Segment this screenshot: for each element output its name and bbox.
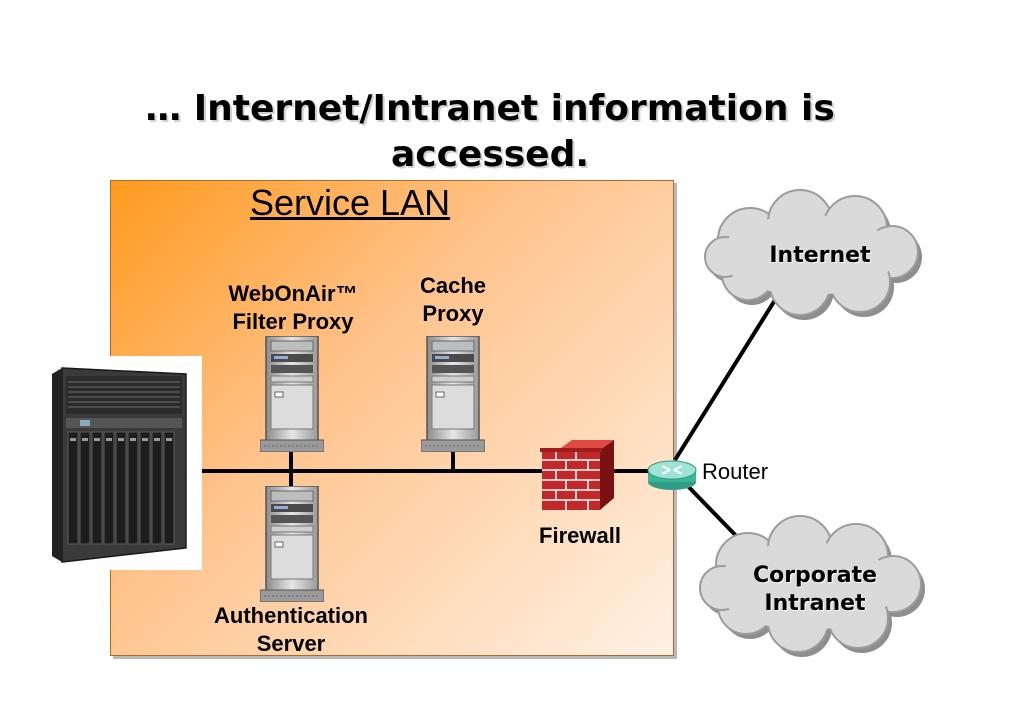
slide-title: … Internet/Intranet information is acces…	[60, 86, 920, 178]
auth-server-label-line2: Server	[256, 631, 326, 656]
corporate-intranet-label-line1: Corporate	[752, 563, 878, 588]
corporate-intranet-label-line2: Intranet	[764, 591, 866, 616]
cloud-icon	[704, 189, 922, 320]
cache-server-icon	[421, 336, 485, 452]
slide-title-line1: … Internet/Intranet information is	[145, 88, 835, 129]
webonair-label: WebOnAir™ Filter Proxy	[196, 280, 390, 336]
slide-title-line2: accessed.	[390, 134, 590, 175]
brick-wall-icon	[540, 440, 614, 510]
cloud-icon	[699, 515, 925, 657]
service-lan-box	[110, 180, 674, 656]
cache-proxy-label-line2: Proxy	[422, 301, 484, 326]
cache-proxy-label: Cache Proxy	[398, 272, 508, 328]
webonair-server-icon	[260, 336, 324, 452]
router-icon	[647, 460, 697, 490]
firewall-label: Firewall	[539, 523, 621, 548]
internet-label: Internet	[769, 243, 871, 268]
corporate-intranet-label: Corporate Intranet	[730, 562, 900, 618]
service-lan-title: Service LAN	[250, 182, 451, 223]
cache-proxy-label-line1: Cache	[419, 273, 487, 298]
server-rack-icon	[42, 356, 202, 570]
router-label: Router	[702, 459, 769, 484]
webonair-label-line2: Filter Proxy	[232, 309, 354, 334]
auth-server-label-line1: Authentication	[214, 603, 368, 628]
auth-server-icon	[260, 486, 324, 602]
webonair-label-line1: WebOnAir™	[228, 281, 358, 306]
auth-server-label: Authentication Server	[186, 602, 396, 658]
